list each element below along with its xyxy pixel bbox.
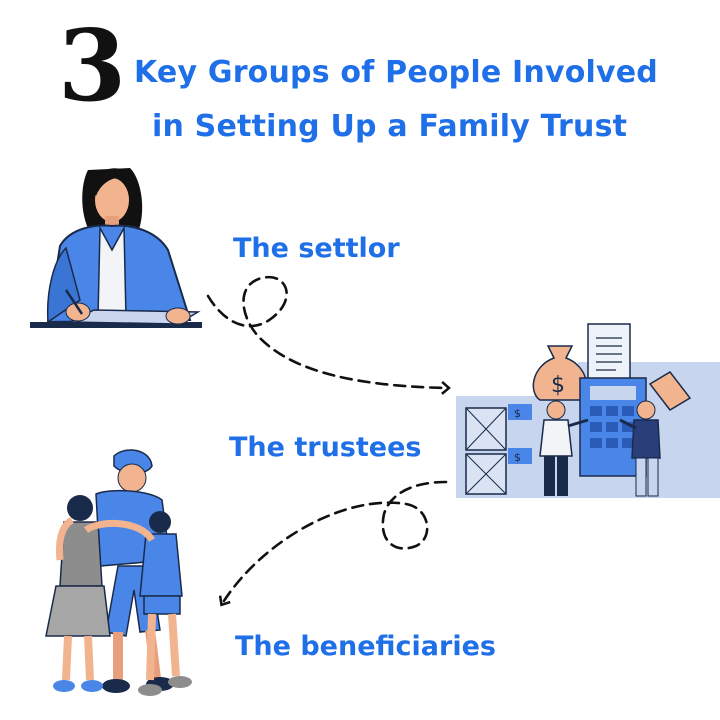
svg-text:$: $ xyxy=(514,407,521,420)
arrow-settlor-to-trustees xyxy=(206,275,451,395)
number-three: 3 xyxy=(58,9,127,124)
svg-text:$: $ xyxy=(514,451,521,464)
svg-text:$: $ xyxy=(551,373,565,398)
settlor-illustration xyxy=(30,168,202,328)
beneficiaries-illustration xyxy=(45,449,192,696)
trustees-label: The trustees xyxy=(229,432,422,463)
title-line-1: Key Groups of People Involved xyxy=(134,55,658,90)
arrow-trustees-to-beneficiaries xyxy=(218,480,448,607)
settlor-label: The settlor xyxy=(233,233,400,264)
beneficiaries-label: The beneficiaries xyxy=(235,631,496,662)
title-line-2: in Setting Up a Family Trust xyxy=(152,109,628,144)
trustees-illustration: $ $ $ xyxy=(456,323,720,498)
